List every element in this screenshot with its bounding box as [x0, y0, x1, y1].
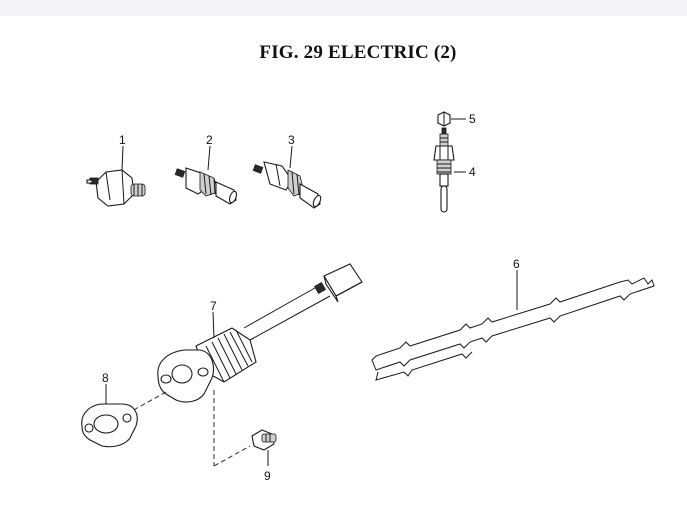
viewer-top-bar [0, 0, 687, 16]
callout-8: 8 [102, 371, 109, 385]
callout-1: 1 [119, 133, 126, 147]
part-4-glow-plug[interactable] [433, 127, 466, 213]
part-9-bolt[interactable] [213, 390, 277, 467]
part-8-gasket[interactable] [81, 384, 138, 448]
part-5-nut[interactable] [437, 111, 466, 127]
callout-3: 3 [288, 133, 295, 147]
callout-4: 4 [469, 165, 476, 179]
part-6-strip[interactable] [371, 270, 655, 381]
figure-title: FIG. 29 ELECTRIC (2) [259, 42, 457, 63]
part-3-thermo-switch[interactable] [252, 145, 322, 209]
part-1-switch[interactable] [86, 145, 146, 207]
callout-2: 2 [206, 133, 213, 147]
callout-5: 5 [469, 112, 476, 126]
part-7-sensor[interactable] [129, 263, 363, 413]
callout-6: 6 [513, 257, 520, 271]
part-2-sender[interactable] [174, 145, 238, 205]
callout-9: 9 [264, 469, 271, 483]
callout-7: 7 [210, 299, 217, 313]
